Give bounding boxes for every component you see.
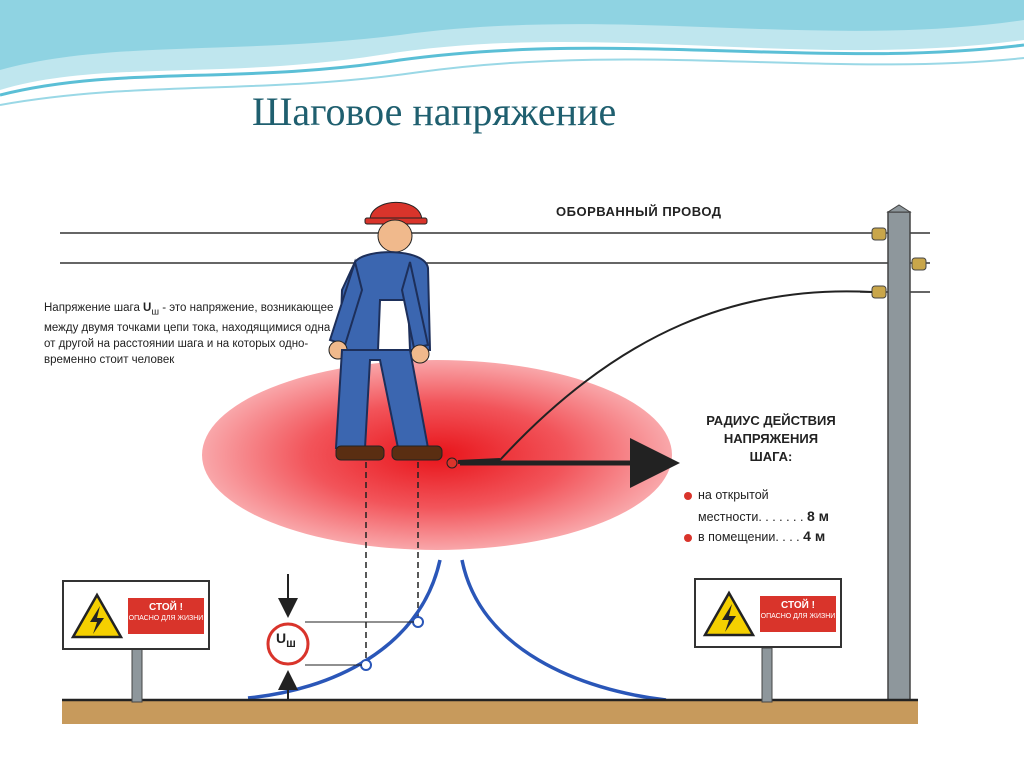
warning-sign-right: СТОЙ ! ОПАСНО ДЛЯ ЖИЗНИ <box>694 578 842 648</box>
radius-item-open-area: на открытой <box>684 488 769 502</box>
definition-symbol: U <box>143 302 152 314</box>
radius-item-label: местности. . . . . . . <box>698 510 804 524</box>
radius-item-value: 4 м <box>803 528 826 544</box>
definition-subscript: ш <box>151 306 160 318</box>
sign-stop-text: СТОЙ ! <box>149 602 183 613</box>
worker-figure <box>328 201 443 461</box>
ground <box>62 700 918 724</box>
warning-label: СТОЙ ! ОПАСНО ДЛЯ ЖИЗНИ <box>760 596 836 632</box>
sign-danger-text: ОПАСНО ДЛЯ ЖИЗНИ <box>760 613 836 620</box>
radius-title-line3: ШАГА: <box>749 449 793 464</box>
warning-label: СТОЙ ! ОПАСНО ДЛЯ ЖИЗНИ <box>128 598 204 634</box>
radius-title: РАДИУС ДЕЙСТВИЯ НАПРЯЖЕНИЯ ШАГА: <box>676 412 866 466</box>
voltmeter-icon <box>266 622 310 666</box>
radius-item-open-area-line2: местности. . . . . . . 8 м <box>698 508 829 524</box>
sign-danger-text: ОПАСНО ДЛЯ ЖИЗНИ <box>128 615 204 622</box>
radius-item-value: 8 м <box>806 508 830 524</box>
bullet-icon <box>684 533 692 542</box>
high-voltage-icon <box>70 592 124 639</box>
insulator-icon <box>871 227 927 299</box>
definition-part2: - это напряжение, возникающее между двум… <box>44 302 334 367</box>
power-pole <box>887 211 911 703</box>
high-voltage-icon <box>702 590 756 637</box>
warning-sign-left: СТОЙ ! ОПАСНО ДЛЯ ЖИЗНИ <box>62 580 210 650</box>
radius-item-indoors: в помещении. . . . 4 м <box>684 528 825 544</box>
broken-wire <box>499 290 873 461</box>
sign-stop-text: СТОЙ ! <box>781 600 815 611</box>
definition-part1: Напряжение шага <box>44 302 144 314</box>
meter-subscript: ш <box>286 636 296 650</box>
header-waves <box>0 0 1024 106</box>
voltmeter-label: Uш <box>276 630 296 650</box>
radius-title-line2: НАПРЯЖЕНИЯ <box>723 431 819 446</box>
broken-wire-label: ОБОРВАННЫЙ ПРОВОД <box>556 204 722 219</box>
slide-title: Шаговое напряжение <box>252 89 617 134</box>
radius-item-label: в помещении. . . . <box>698 530 800 544</box>
potential-curve-right <box>460 559 667 702</box>
definition-text: Напряжение шага Uш - это напряжение, воз… <box>44 300 334 368</box>
bullet-icon <box>684 491 692 500</box>
radius-title-line1: РАДИУС ДЕЙСТВИЯ <box>706 413 836 428</box>
radius-item-label: на открытой <box>698 488 769 502</box>
meter-symbol: U <box>276 630 287 646</box>
